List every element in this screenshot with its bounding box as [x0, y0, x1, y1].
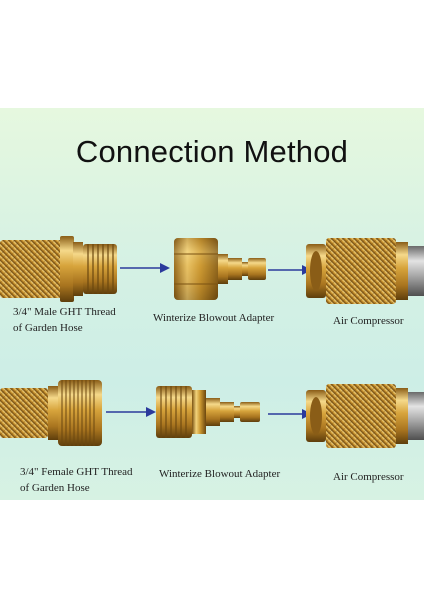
female-ght-label: 3/4" Female GHT Thread of Garden Hose	[20, 464, 160, 496]
male-ght-label-line1: 3/4" Male GHT Thread	[13, 306, 116, 318]
male-ght-label-line2: of Garden Hose	[13, 322, 83, 334]
page-title: Connection Method	[75, 134, 349, 169]
air-compressor-label: Air Compressor	[333, 315, 404, 327]
blowout-adapter-thread-image	[156, 386, 260, 438]
female-ght-label-line2: of Garden Hose	[20, 482, 90, 494]
male-ght-label: 3/4" Male GHT Thread of Garden Hose	[13, 304, 143, 336]
male-ght-fitting-image	[0, 236, 117, 302]
female-ght-label-line1: 3/4" Female GHT Thread	[20, 466, 133, 478]
female-ght-fitting-image	[0, 380, 102, 446]
adapter-label: Winterize Blowout Adapter	[159, 468, 281, 480]
air-compressor-coupler-image	[306, 238, 424, 304]
arrow-right-icon	[120, 263, 170, 273]
adapter-label: Winterize Blowout Adapter	[153, 312, 275, 324]
air-compressor-label: Air Compressor	[333, 471, 404, 483]
blowout-adapter-hex-image	[174, 238, 266, 300]
air-compressor-coupler-image	[306, 384, 424, 448]
arrow-right-icon	[106, 407, 156, 417]
